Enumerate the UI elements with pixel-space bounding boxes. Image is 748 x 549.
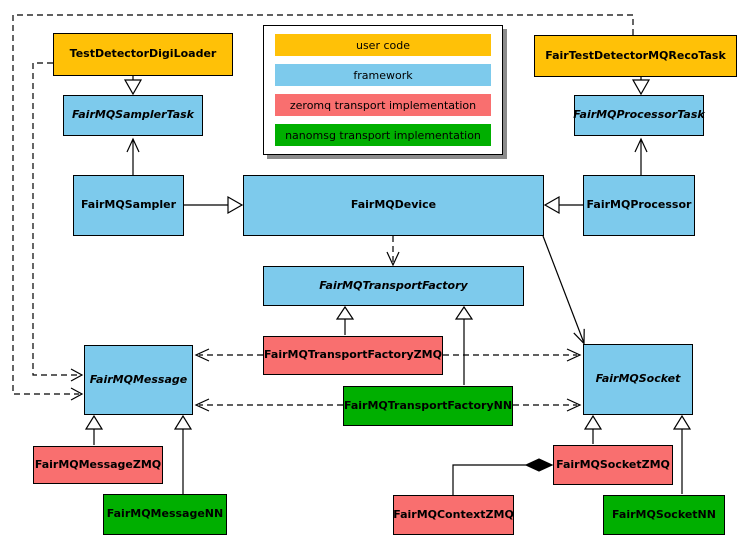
- edge-sampler-inherits-device: [184, 195, 244, 215]
- node-fairmqtransportfactorynn: FairMQTransportFactoryNN: [343, 386, 513, 426]
- node-fairmqsamplertask: FairMQSamplerTask: [63, 95, 203, 136]
- edge-recotask-inherits-processortask: [631, 77, 651, 96]
- edge-socketzmq-composes-contextzmq: [452, 458, 554, 495]
- edge-transportfactorynn-depends-socket: [513, 398, 582, 412]
- edge-processor-inherits-device: [543, 195, 583, 215]
- edge-transportfactorynn-inherits-transportfactory: [454, 305, 474, 385]
- node-fairmqmessage: FairMQMessage: [84, 345, 193, 415]
- legend-item-zeromq: zeromq transport implementation: [275, 94, 491, 116]
- edge-messagezmq-inherits-message: [84, 414, 104, 445]
- node-fairmqmessagenn: FairMQMessageNN: [103, 494, 227, 535]
- edge-transportfactoryzmq-depends-socket: [443, 348, 582, 362]
- edge-socketnn-inherits-socket: [672, 414, 692, 494]
- edge-processor-to-processortask: [634, 137, 648, 175]
- legend-box: user code framework zeromq transport imp…: [263, 25, 503, 155]
- node-fairmqdevice: FairMQDevice: [243, 175, 544, 236]
- node-fairmqmessagezmq: FairMQMessageZMQ: [33, 446, 163, 484]
- node-fairmqprocessortask: FairMQProcessorTask: [573, 95, 705, 136]
- edge-device-to-socket: [542, 235, 585, 345]
- edge-transportfactoryzmq-depends-message: [194, 348, 263, 362]
- node-fairmqcontextzmq: FairMQContextZMQ: [393, 495, 514, 535]
- legend-item-user-code: user code: [275, 34, 491, 56]
- node-fairmqsocketnn: FairMQSocketNN: [603, 495, 725, 535]
- node-fairmqsampler: FairMQSampler: [73, 175, 184, 236]
- edge-transportfactorynn-depends-message: [194, 398, 343, 412]
- node-fairtestdetectormqrecotask: FairTestDetectorMQRecoTask: [534, 35, 737, 77]
- edge-sampler-to-samplertask: [126, 137, 140, 175]
- node-fairmqtransportfactory: FairMQTransportFactory: [263, 266, 524, 306]
- edge-digiloader-inherits-samplertask: [123, 76, 143, 96]
- edge-device-depends-transportfactory: [386, 236, 400, 267]
- edge-transportfactoryzmq-inherits-transportfactory: [335, 305, 355, 335]
- legend-item-framework: framework: [275, 64, 491, 86]
- edge-messagenn-inherits-message: [173, 414, 193, 494]
- legend-item-nanomsg: nanomsg transport implementation: [275, 124, 491, 146]
- edge-socketzmq-inherits-socket: [583, 414, 603, 444]
- node-fairmqprocessor: FairMQProcessor: [583, 175, 695, 236]
- node-fairmqsocketzmq: FairMQSocketZMQ: [553, 445, 673, 485]
- node-testdetectordigiloader: TestDetectorDigiLoader: [53, 33, 233, 76]
- node-fairmqtransportfactoryzmq: FairMQTransportFactoryZMQ: [263, 336, 443, 375]
- node-fairmqsocket: FairMQSocket: [583, 344, 693, 415]
